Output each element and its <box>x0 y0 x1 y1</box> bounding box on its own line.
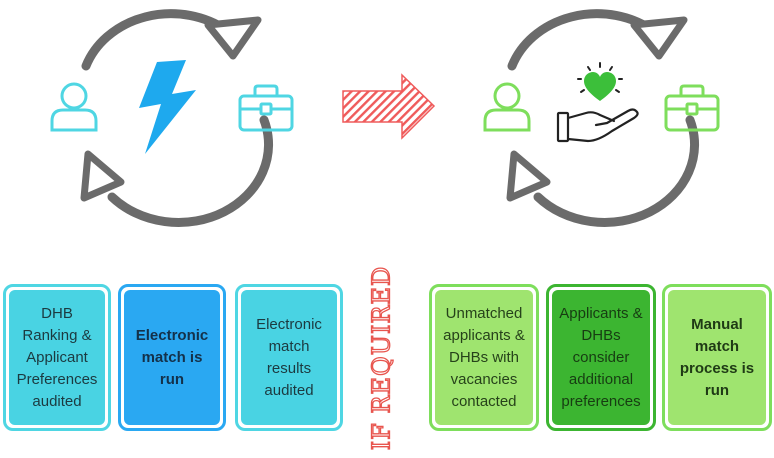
step-text: Electronic match results audited <box>241 290 337 425</box>
heart-in-hand-icon <box>556 62 639 143</box>
person-icon <box>483 82 531 132</box>
step-text: Manual match process is run <box>668 290 766 425</box>
if-required-text: IF REQUIRED <box>366 265 396 451</box>
cycle-arrows <box>81 9 274 227</box>
person-icon <box>50 82 98 132</box>
cycle-arrowhead-bottom <box>80 150 125 202</box>
step-box-unmatched-contacted: Unmatched applicants & DHBs with vacanci… <box>429 284 539 431</box>
diagram-artwork <box>50 9 720 227</box>
striped-right-arrow-icon <box>342 73 436 140</box>
step-box-manual-match: Manual match process is run <box>662 284 772 431</box>
step-text: Electronic match is run <box>124 290 220 425</box>
step-box-results-audited: Electronic match results audited <box>235 284 343 431</box>
step-box-additional-preferences: Applicants & DHBs consider additional pr… <box>546 284 656 431</box>
cycle-arrowhead-top <box>204 16 262 60</box>
if-required-label: IF REQUIRED <box>351 258 411 458</box>
lightning-icon <box>139 60 196 154</box>
step-text: Applicants & DHBs consider additional pr… <box>552 290 650 425</box>
briefcase-icon <box>664 84 720 132</box>
cycle-arrowhead-bottom <box>506 150 551 202</box>
right-cycle <box>483 9 720 227</box>
step-text: Unmatched applicants & DHBs with vacanci… <box>435 290 533 425</box>
step-box-electronic-match: Electronic match is run <box>118 284 226 431</box>
step-box-audit-preferences: DHB Ranking & Applicant Preferences audi… <box>3 284 111 431</box>
left-cycle <box>50 9 294 227</box>
cycle-arrowhead-top <box>630 16 688 60</box>
briefcase-icon <box>238 84 294 132</box>
cycle-arrows <box>507 9 700 227</box>
step-text: DHB Ranking & Applicant Preferences audi… <box>9 290 105 425</box>
